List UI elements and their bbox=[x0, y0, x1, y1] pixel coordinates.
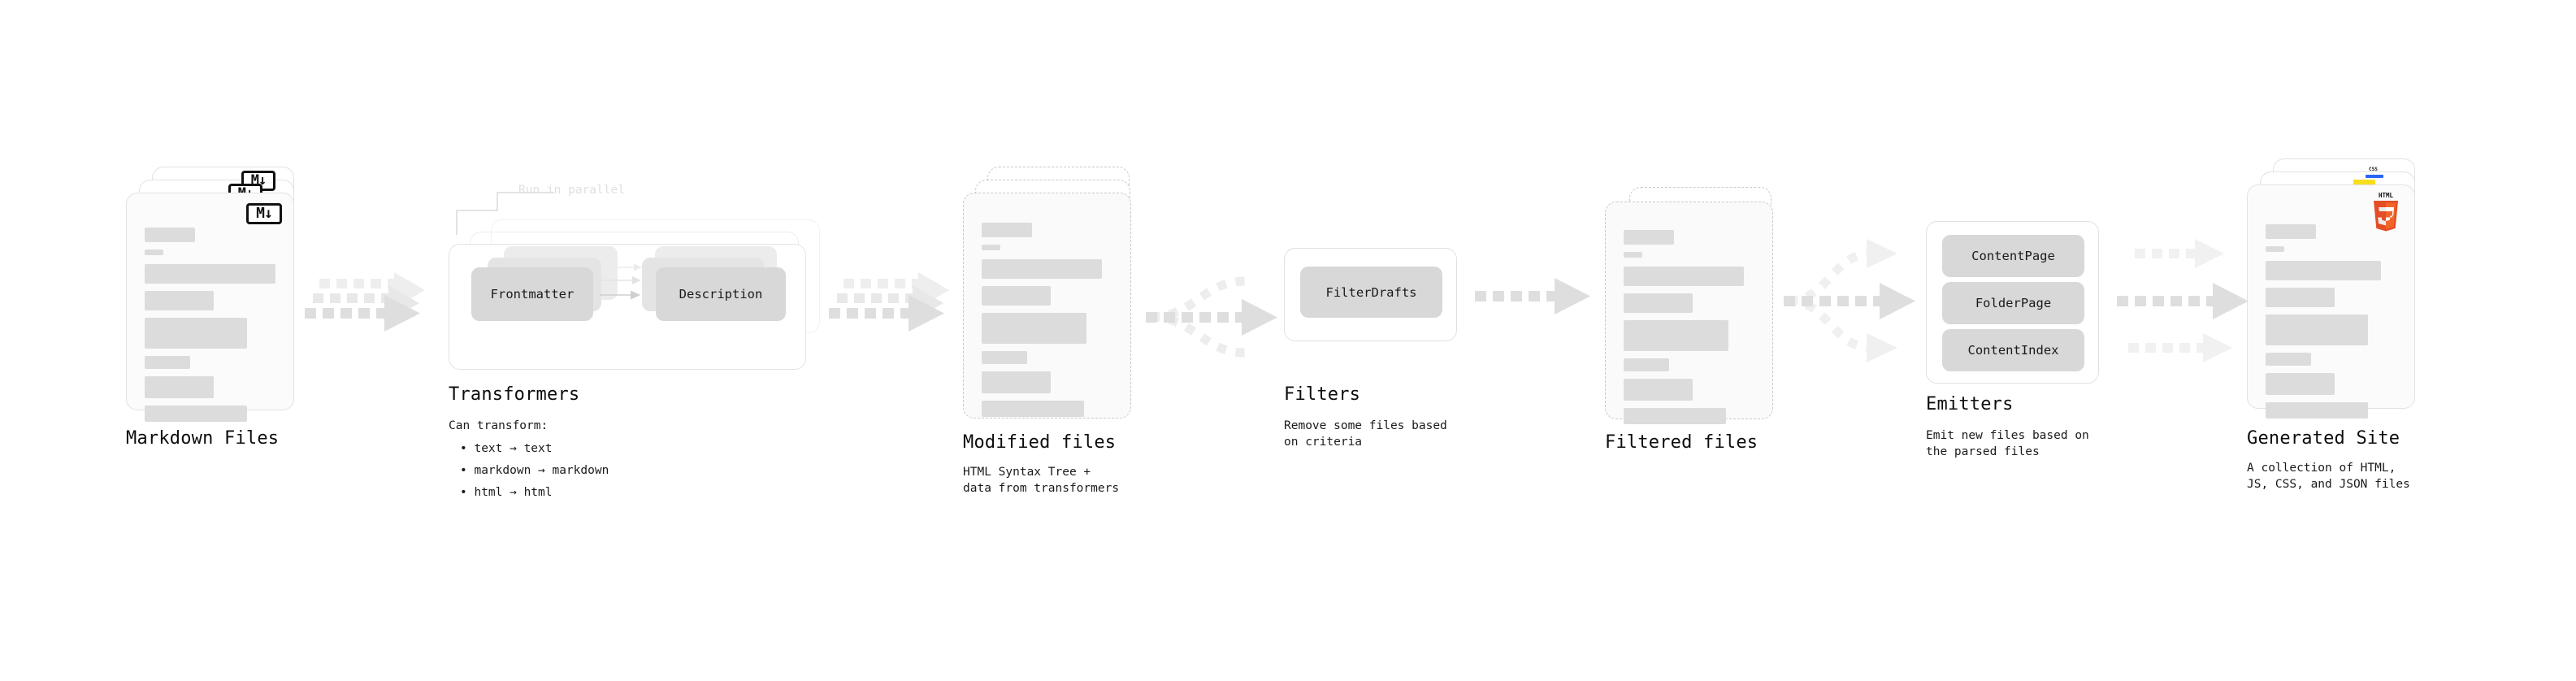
filters-desc: Remove some files based on criteria bbox=[1284, 419, 1447, 449]
arrow-transformers-to-modified bbox=[829, 272, 949, 332]
modified-card-front bbox=[963, 193, 1131, 419]
site-card-front: HTML bbox=[2247, 184, 2415, 419]
html5-icon: HTML bbox=[2374, 192, 2398, 232]
modified-files-desc: HTML Syntax Tree + data from transformer… bbox=[963, 466, 1120, 495]
run-in-parallel-label: Run in parallel bbox=[518, 184, 625, 197]
svg-text:HTML: HTML bbox=[2379, 192, 2394, 199]
markdown-files-title: Markdown Files bbox=[126, 428, 280, 449]
run-in-parallel-callout-line bbox=[456, 192, 554, 235]
arrow-filters-to-filtered bbox=[1475, 278, 1590, 314]
chip-frontmatter[interactable]: Frontmatter bbox=[471, 267, 593, 321]
arrow-emitters-to-site bbox=[2117, 239, 2249, 362]
filtered-card-bars bbox=[1624, 230, 1754, 432]
emitters-title: Emitters bbox=[1926, 394, 2014, 414]
transformers-inner-arrows bbox=[600, 263, 642, 300]
markdown-card-front: M↓ bbox=[126, 193, 294, 422]
modified-card-bars bbox=[982, 223, 1112, 424]
emitters-desc: Emit new files based on the parsed files bbox=[1926, 429, 2089, 458]
markdown-card-bars bbox=[145, 228, 275, 429]
filtered-card-front bbox=[1605, 202, 1773, 424]
generated-site-stack: CSS HTML bbox=[2247, 158, 2442, 419]
transformers-group: Run in parallel Frontmatter Description bbox=[449, 184, 822, 378]
markdown-badge: M↓ bbox=[246, 203, 282, 224]
arrow-modified-to-filters bbox=[1146, 276, 1277, 358]
css-badge-icon bbox=[2366, 175, 2383, 178]
css-badge-label: CSS bbox=[2369, 167, 2378, 172]
filtered-files-stack bbox=[1605, 187, 1792, 424]
filtered-files-title: Filtered files bbox=[1605, 432, 1759, 453]
chip-contentindex[interactable]: ContentIndex bbox=[1942, 329, 2084, 371]
generated-site-desc: A collection of HTML, JS, CSS, and JSON … bbox=[2247, 462, 2410, 491]
filters-box: FilterDrafts bbox=[1284, 248, 1457, 341]
chip-folderpage[interactable]: FolderPage bbox=[1942, 282, 2084, 324]
modified-files-title: Modified files bbox=[963, 432, 1117, 453]
chip-filterdrafts[interactable]: FilterDrafts bbox=[1300, 267, 1442, 318]
transformers-bullet-2: • html → html bbox=[460, 486, 553, 499]
markdown-files-stack: M↓ M↓ M↓ bbox=[126, 167, 313, 422]
modified-files-stack bbox=[963, 167, 1150, 419]
generated-site-title: Generated Site bbox=[2247, 428, 2400, 449]
arrow-filtered-to-emitters bbox=[1784, 239, 1915, 362]
arrow-markdown-to-transformers bbox=[305, 272, 425, 332]
transformers-title: Transformers bbox=[449, 384, 580, 405]
chip-contentpage[interactable]: ContentPage bbox=[1942, 235, 2084, 277]
transformers-bullet-0: • text → text bbox=[460, 442, 553, 455]
emitters-box: ContentPage FolderPage ContentIndex bbox=[1926, 221, 2099, 384]
filters-title: Filters bbox=[1284, 384, 1361, 405]
chip-description[interactable]: Description bbox=[656, 267, 786, 321]
transformers-bullet-1: • markdown → markdown bbox=[460, 464, 609, 477]
transformers-desc: Can transform: bbox=[449, 419, 549, 432]
site-card-bars bbox=[2266, 224, 2396, 426]
